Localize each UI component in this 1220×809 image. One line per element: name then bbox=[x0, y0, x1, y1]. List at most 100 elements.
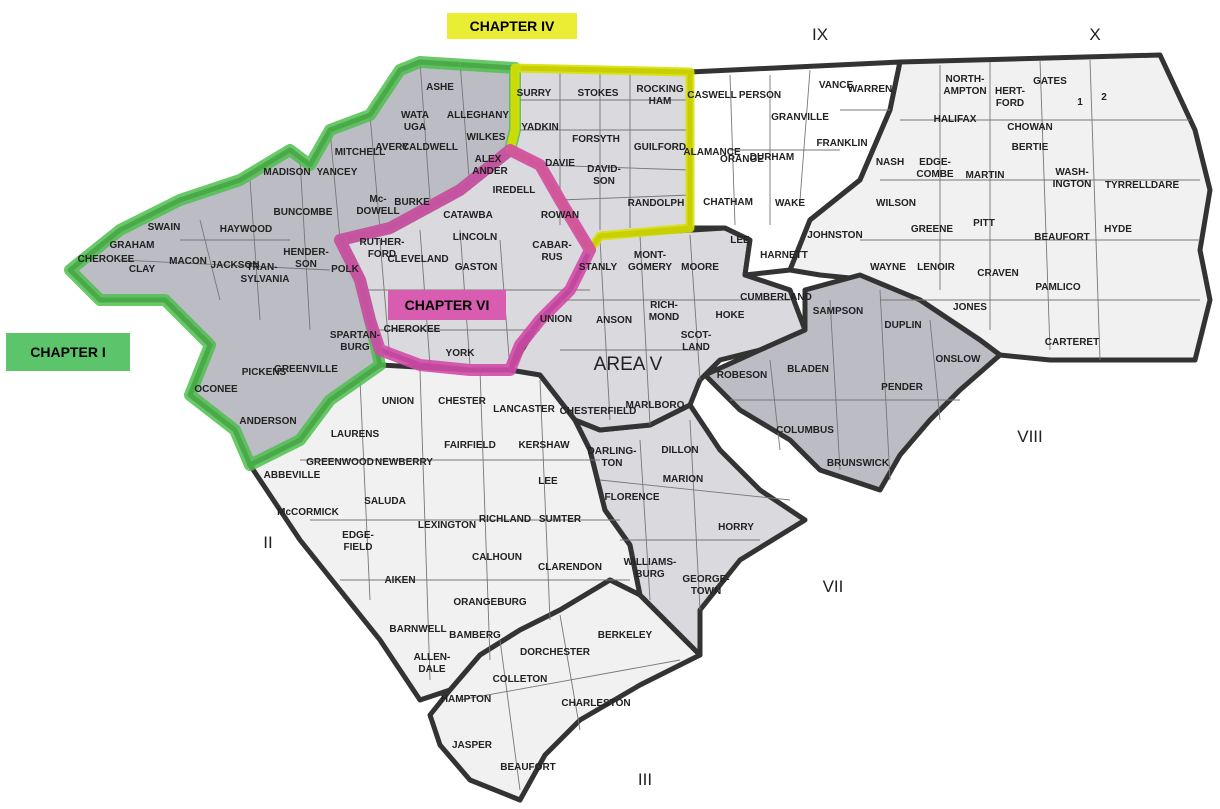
county-label: JOHNSTON bbox=[807, 230, 862, 241]
county-label: HERT- bbox=[995, 86, 1025, 97]
county-label: WAKE bbox=[775, 198, 805, 209]
county-label: MARLBORO bbox=[626, 400, 685, 411]
county-label: BARNWELL bbox=[389, 624, 446, 635]
county-label: DARE bbox=[1151, 180, 1180, 191]
chapter-iv-label: CHAPTER IV bbox=[447, 13, 577, 39]
county-label: BLADEN bbox=[787, 364, 829, 375]
county-label: CABAR- bbox=[532, 240, 571, 251]
county-label: MARION bbox=[663, 474, 704, 485]
county-label: LAND bbox=[682, 342, 710, 353]
county-label: ABBEVILLE bbox=[264, 470, 321, 481]
county-label: DARLING- bbox=[588, 446, 637, 457]
county-label: BURKE bbox=[394, 197, 430, 208]
county-label: CHEROKEE bbox=[78, 254, 135, 265]
county-label: SON bbox=[295, 259, 317, 270]
county-label: TRAN- bbox=[246, 262, 277, 273]
county-label: SON bbox=[593, 176, 615, 187]
county-label: POLK bbox=[331, 264, 360, 275]
county-label: HAM bbox=[649, 96, 672, 107]
county-label: CHARLESTON bbox=[561, 698, 630, 709]
county-label: MITCHELL bbox=[335, 147, 386, 158]
county-label: DURHAM bbox=[750, 152, 794, 163]
county-label: BEAUFORT bbox=[1034, 232, 1090, 243]
county-label: DALE bbox=[418, 664, 446, 675]
county-label: FLORENCE bbox=[605, 492, 660, 503]
county-label: RICHLAND bbox=[479, 514, 531, 525]
county-label: CARTERET bbox=[1045, 337, 1099, 348]
county-label: ALEX bbox=[475, 154, 502, 165]
county-label: MARTIN bbox=[966, 170, 1005, 181]
county-label: MOORE bbox=[681, 262, 719, 273]
county-label: TOWN bbox=[691, 586, 721, 597]
county-label: HAYWOOD bbox=[220, 224, 272, 235]
county-label: JONES bbox=[953, 302, 987, 313]
county-labels: ASHE ALLEGHANY WATA UGA MITCHELL AVERY C… bbox=[78, 74, 1180, 773]
county-label: ORANGEBURG bbox=[453, 597, 527, 608]
county-label: BUNCOMBE bbox=[274, 207, 333, 218]
county-label: BERTIE bbox=[1012, 142, 1049, 153]
county-label: GRAHAM bbox=[110, 240, 155, 251]
county-label: GASTON bbox=[455, 262, 498, 273]
county-label: FORD bbox=[368, 249, 396, 260]
county-label: PERSON bbox=[739, 90, 781, 101]
county-label: SURRY bbox=[517, 88, 552, 99]
county-label: CRAVEN bbox=[977, 268, 1018, 279]
county-label: ORANGE bbox=[720, 154, 764, 165]
county-label: GATES bbox=[1033, 76, 1067, 87]
county-label: WAYNE bbox=[870, 262, 906, 273]
county-label: LEE bbox=[538, 476, 558, 487]
county-label: AMPTON bbox=[943, 86, 986, 97]
county-label: AIKEN bbox=[384, 575, 415, 586]
county-label: ONSLOW bbox=[936, 354, 982, 365]
county-label: HALIFAX bbox=[934, 114, 977, 125]
county-label: GREENWOOD bbox=[306, 457, 374, 468]
county-label: CLAY bbox=[129, 264, 156, 275]
county-label: SUMTER bbox=[539, 514, 582, 525]
county-label: HARNETT bbox=[760, 250, 808, 261]
county-label: CLEVELAND bbox=[387, 254, 448, 265]
county-label: WARREN bbox=[848, 84, 892, 95]
county-label: CALHOUN bbox=[472, 552, 522, 563]
county-label: ROBESON bbox=[717, 370, 768, 381]
county-label: BAMBERG bbox=[449, 630, 501, 641]
county-label: RANDOLPH bbox=[628, 198, 685, 209]
county-label: CLARENDON bbox=[538, 562, 602, 573]
county-label: MONT- bbox=[634, 250, 666, 261]
region-viii bbox=[702, 272, 1003, 493]
county-label: WASH- bbox=[1055, 167, 1088, 178]
area-label-x: X bbox=[1089, 25, 1100, 44]
area-label-ii: II bbox=[263, 533, 272, 552]
county-label: HORRY bbox=[718, 522, 754, 533]
county-label: SCOT- bbox=[681, 330, 712, 341]
county-label: WATA bbox=[401, 110, 429, 121]
county-label: EDGE- bbox=[919, 157, 951, 168]
area-label-ix: IX bbox=[812, 25, 828, 44]
county-label: BURG bbox=[635, 569, 665, 580]
county-label: DAVIE bbox=[545, 158, 575, 169]
county-label: DILLON bbox=[661, 445, 698, 456]
county-label: CALDWELL bbox=[402, 142, 458, 153]
county-label: HYDE bbox=[1104, 224, 1132, 235]
county-label: LEXINGTON bbox=[418, 520, 476, 531]
county-label: CHESTERFIELD bbox=[560, 406, 637, 417]
county-label: JASPER bbox=[452, 740, 493, 751]
county-label: SWAIN bbox=[148, 222, 181, 233]
county-label: ROCKING bbox=[636, 84, 683, 95]
county-label: DAVID- bbox=[587, 164, 621, 175]
county-label: GRANVILLE bbox=[771, 112, 829, 123]
county-label: VANCE bbox=[819, 80, 854, 91]
chapter-vi-label: CHAPTER VI bbox=[388, 290, 506, 320]
county-label: WILLIAMS- bbox=[624, 557, 677, 568]
county-label: DOWELL bbox=[356, 206, 399, 217]
county-label: HOKE bbox=[716, 310, 745, 321]
county-label: SPARTAN- bbox=[330, 330, 380, 341]
county-label: YADKIN bbox=[521, 122, 558, 133]
county-label: WILKES bbox=[467, 132, 506, 143]
county-label: COLLETON bbox=[493, 674, 548, 685]
county-label: NEWBERRY bbox=[375, 457, 433, 468]
county-label: GOMERY bbox=[628, 262, 672, 273]
county-label: STANLY bbox=[579, 262, 618, 273]
county-label: PENDER bbox=[881, 382, 923, 393]
county-label: FORSYTH bbox=[572, 134, 620, 145]
county-label: COLUMBUS bbox=[776, 425, 834, 436]
